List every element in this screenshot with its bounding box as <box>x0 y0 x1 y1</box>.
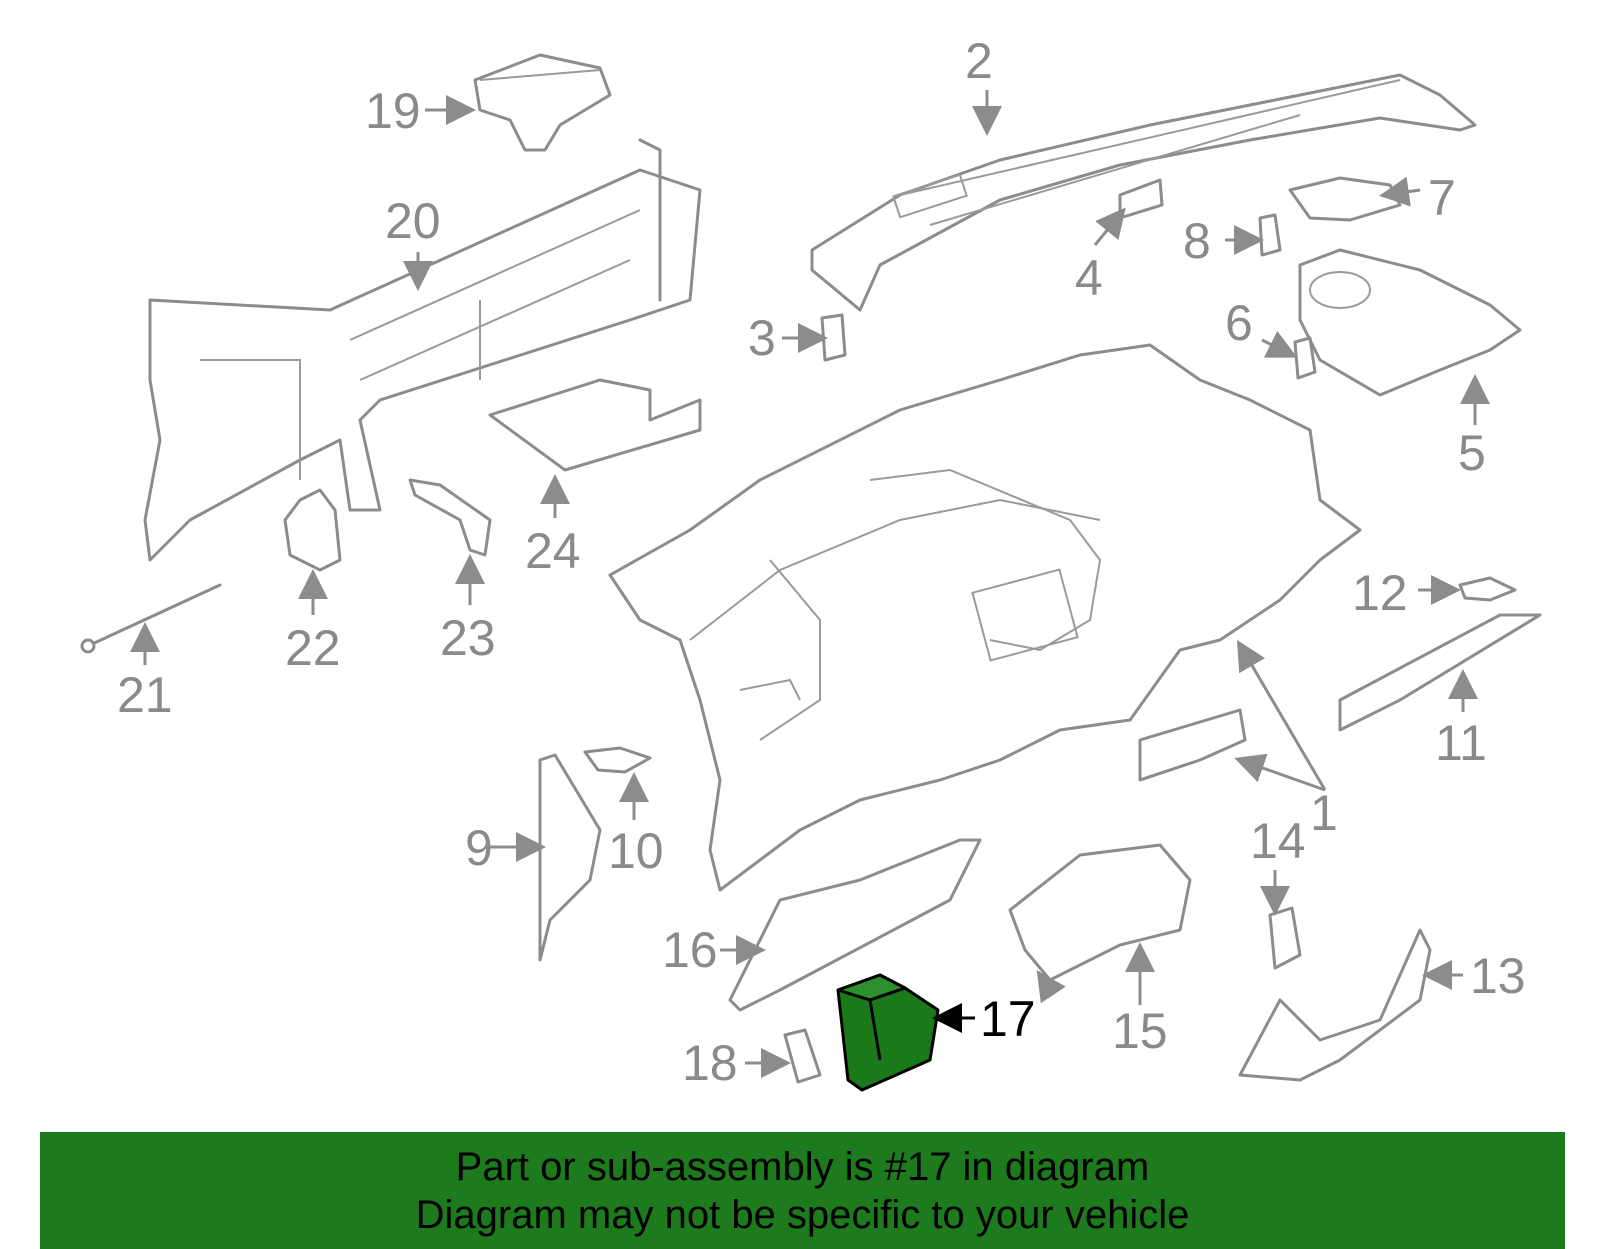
callout-7: 7 <box>1428 170 1456 226</box>
callout-19: 19 <box>365 83 421 139</box>
part-2-upper-dash-panel <box>810 73 1477 312</box>
callout-14: 14 <box>1250 813 1306 869</box>
callout-8: 8 <box>1183 213 1211 269</box>
callout-21: 21 <box>117 667 173 723</box>
callout-11: 11 <box>1435 715 1487 771</box>
callout-3: 3 <box>748 310 776 366</box>
part-20-cross-car-beam <box>143 138 702 562</box>
callout-5: 5 <box>1458 425 1486 481</box>
part-5-cover <box>1298 248 1522 397</box>
callout-6: 6 <box>1225 295 1253 351</box>
part-6-clip <box>1293 336 1317 380</box>
part-12-clip <box>1458 576 1517 602</box>
part-18-clip <box>783 1028 822 1084</box>
part-21-bolt <box>80 583 222 654</box>
callout-16: 16 <box>662 922 718 978</box>
part-15-knee-panel <box>1008 843 1192 982</box>
part-16-lower-trim <box>728 838 982 1012</box>
callout-23: 23 <box>440 610 496 666</box>
callout-22: 22 <box>285 620 341 676</box>
part-13-bracket <box>1238 928 1432 1082</box>
part-19-airbag <box>473 53 612 152</box>
parts-diagram: 2 19 20 7 8 4 6 3 5 24 12 23 22 21 11 1 … <box>80 33 1542 1092</box>
callout-12: 12 <box>1352 565 1408 621</box>
callout-18: 18 <box>682 1035 738 1091</box>
callout-10: 10 <box>608 823 664 879</box>
callout-arrows <box>130 90 1490 1078</box>
part-11-trim-strip <box>1338 613 1542 732</box>
callout-17-highlighted: 17 <box>980 991 1036 1047</box>
banner-line-1: Part or sub-assembly is #17 in diagram <box>455 1144 1150 1189</box>
callout-24: 24 <box>525 523 581 579</box>
part-4-trim <box>1118 178 1164 220</box>
callout-15: 15 <box>1112 1003 1168 1059</box>
callout-1: 1 <box>1310 785 1338 841</box>
callout-9: 9 <box>465 820 493 876</box>
part-8-clip <box>1258 213 1282 257</box>
callout-4: 4 <box>1075 250 1103 306</box>
part-22-bracket <box>283 488 342 572</box>
part-17-highlighted <box>836 973 940 1092</box>
callout-2: 2 <box>965 33 993 89</box>
part-1-instrument-panel <box>608 343 1362 892</box>
info-banner: Part or sub-assembly is #17 in diagram D… <box>40 1132 1565 1249</box>
part-7-pad <box>1288 176 1402 222</box>
callout-20: 20 <box>385 193 441 249</box>
part-24-bracket <box>488 378 702 472</box>
banner-line-2: Diagram may not be specific to your vehi… <box>415 1192 1190 1237</box>
part-10-clip <box>583 746 652 774</box>
part-23-bracket <box>408 478 492 557</box>
part-14-clip <box>1268 906 1302 970</box>
part-9-end-cap <box>538 753 602 962</box>
callout-labels: 2 19 20 7 8 4 6 3 5 24 12 23 22 21 11 1 … <box>117 33 1526 1091</box>
callout-13: 13 <box>1470 948 1526 1004</box>
part-3-clip <box>820 313 847 362</box>
